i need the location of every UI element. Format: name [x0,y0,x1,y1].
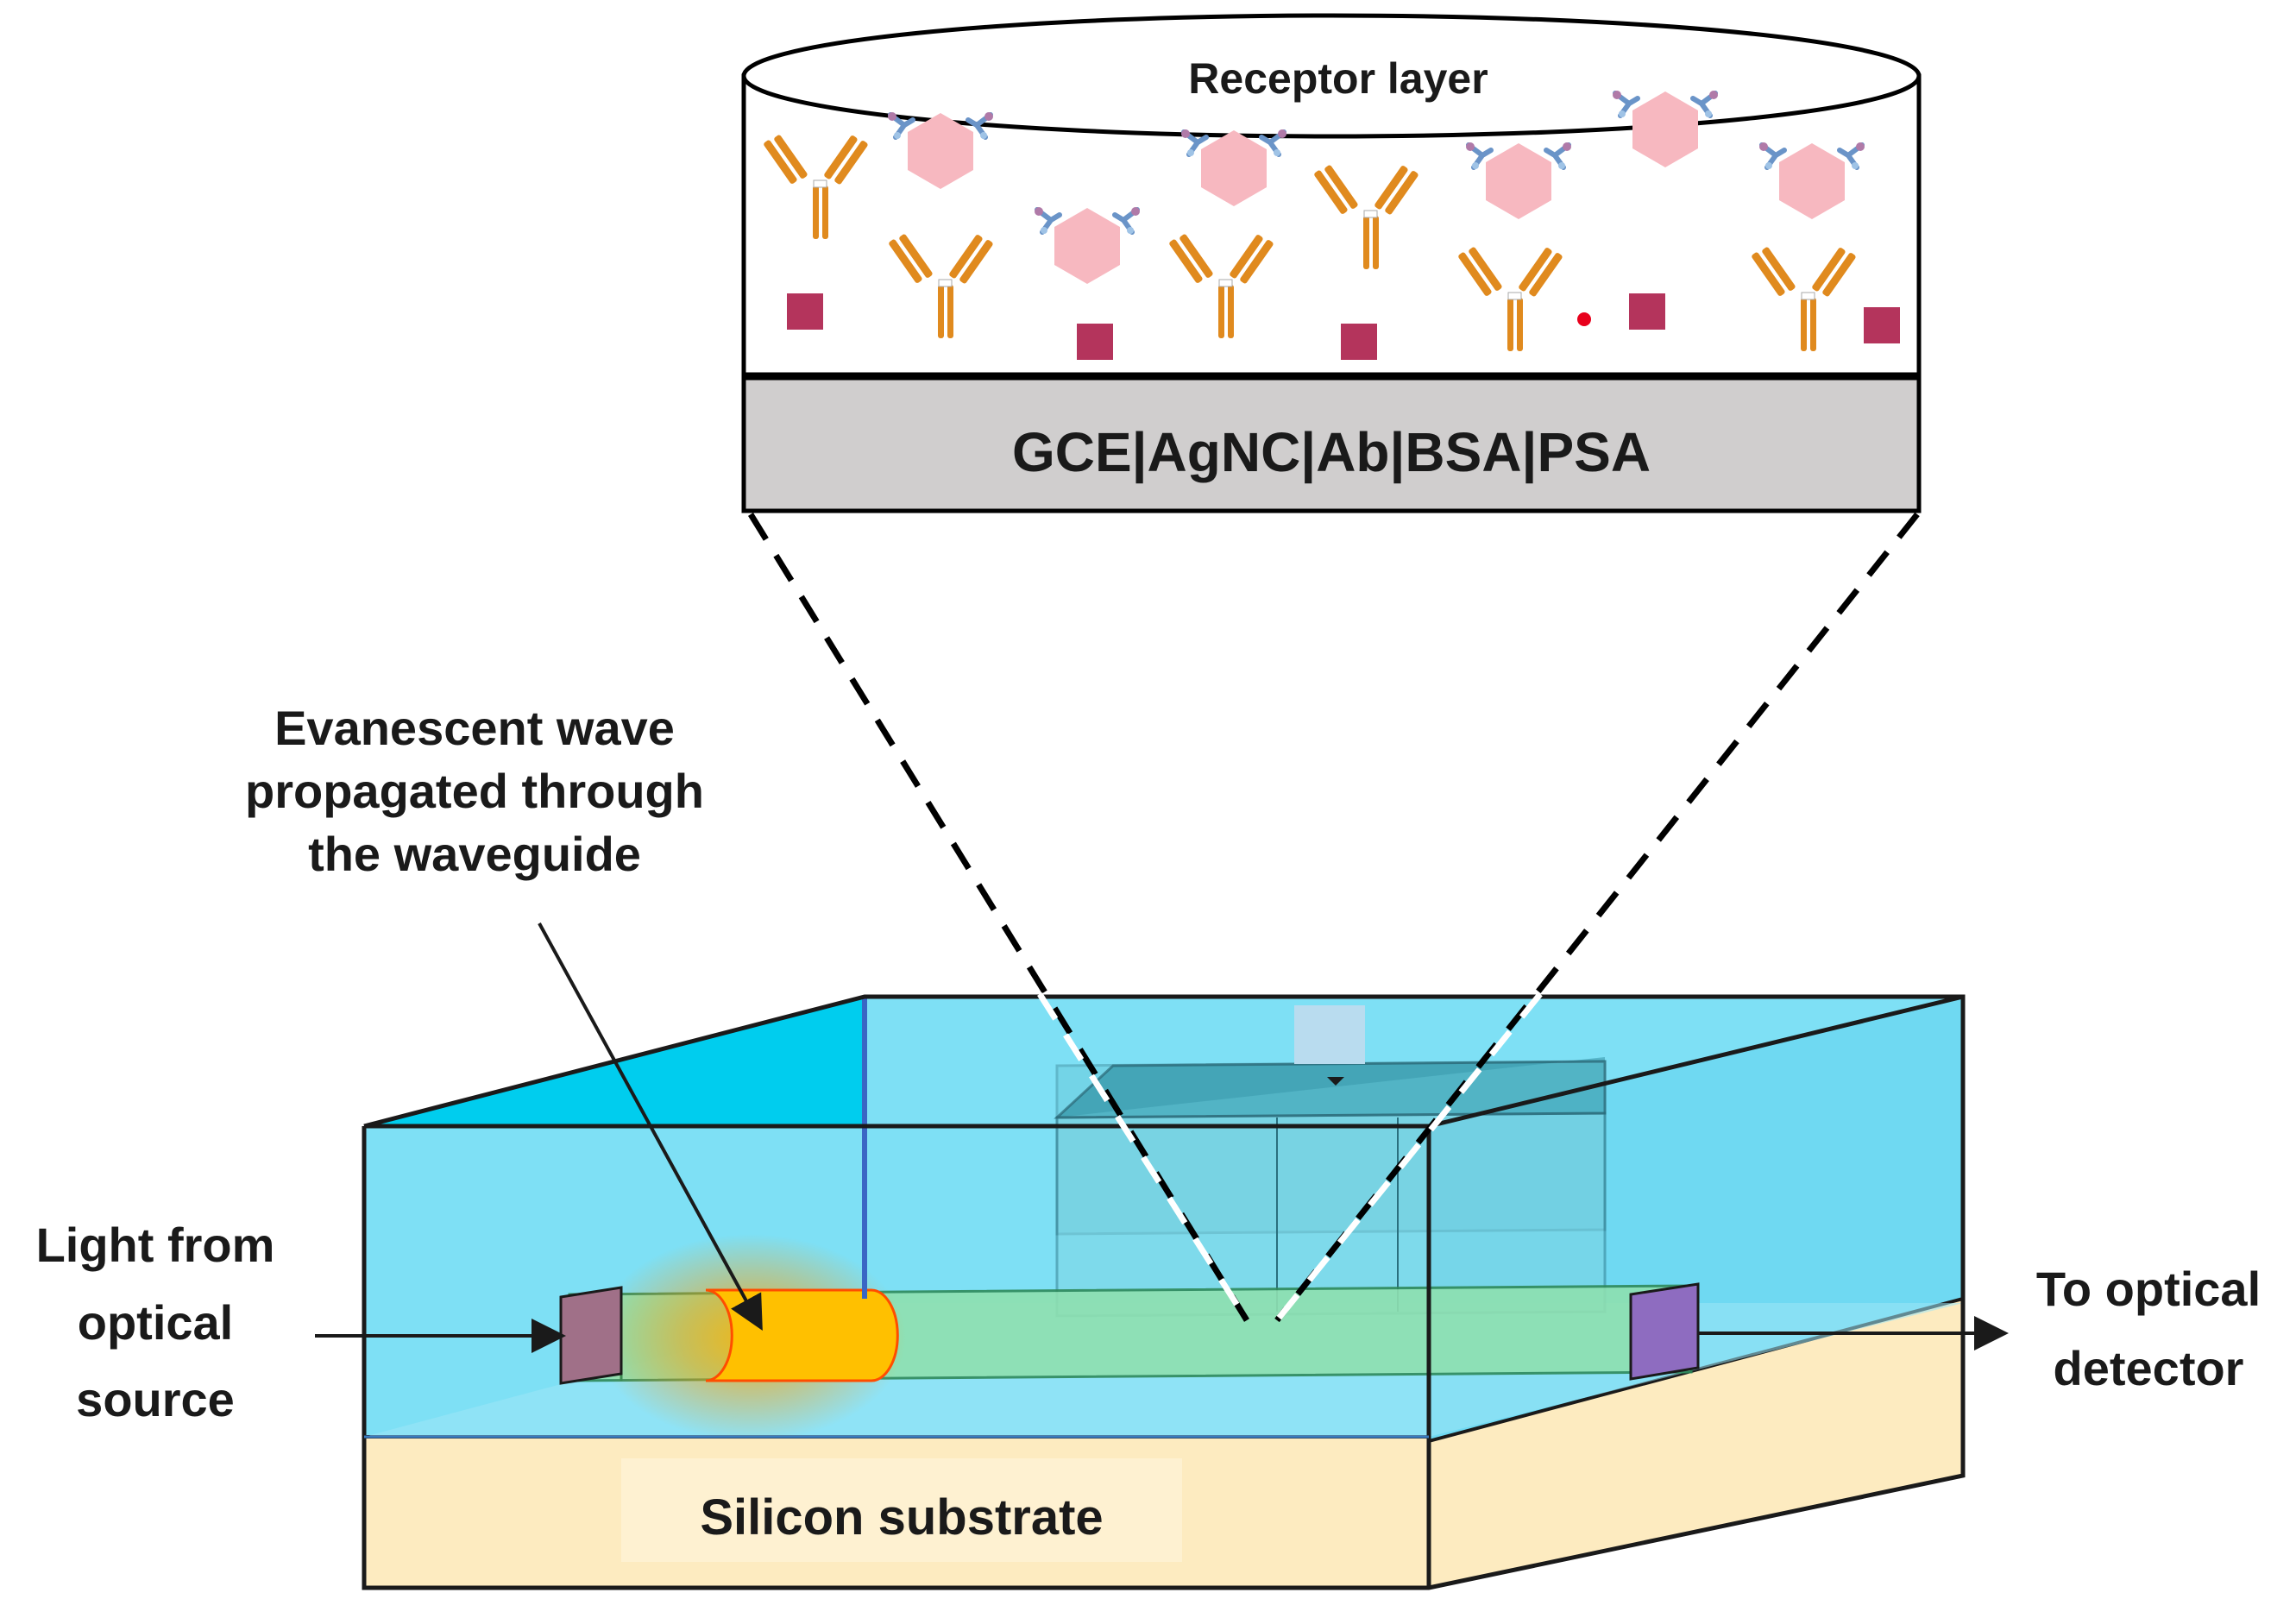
bsa-square-icon [1341,324,1377,360]
substrate-label: Silicon substrate [700,1489,1103,1546]
bsa-square-icon [1864,307,1900,343]
detector-line-1: To optical [2035,1262,2261,1316]
detector-label: To optical detector [2002,1250,2295,1409]
light-source-line-1: Light from [35,1218,275,1272]
receptor-well [1054,1005,1607,1318]
bsa-square-icon [1077,324,1113,360]
evanescent-label-line-1: Evanescent wave [274,701,675,755]
box-outline [362,994,1966,1590]
electrode-label: GCE|AgNC|Ab|BSA|PSA [1012,421,1651,484]
evanescent-label-line-2: propagated through [245,763,704,818]
evanescent-wave-label: Evanescent wave propagated through the w… [207,697,742,885]
zoom-lines [748,512,1920,1323]
input-coupler-icon [559,1286,623,1385]
evanescent-arrow-icon [538,922,763,1332]
bsa-square-icon [1629,293,1665,330]
output-coupler-icon [1629,1282,1700,1381]
light-source-line-2: optical [77,1294,234,1350]
electrode-layer: GCE|AgNC|Ab|BSA|PSA [741,375,1922,513]
receptor-layer-title: Receptor layer [1188,54,1488,103]
light-source-line-3: source [76,1372,235,1427]
evanescent-label-line-3: the waveguide [308,826,641,881]
receptor-molecules [762,91,1900,360]
detector-line-2: detector [2053,1341,2244,1396]
bsa-square-icon [787,293,823,330]
evanescent-wave-icon [705,1288,899,1382]
psa-dot-icon [1577,312,1591,326]
light-source-label: Light from optical source [0,1206,311,1439]
